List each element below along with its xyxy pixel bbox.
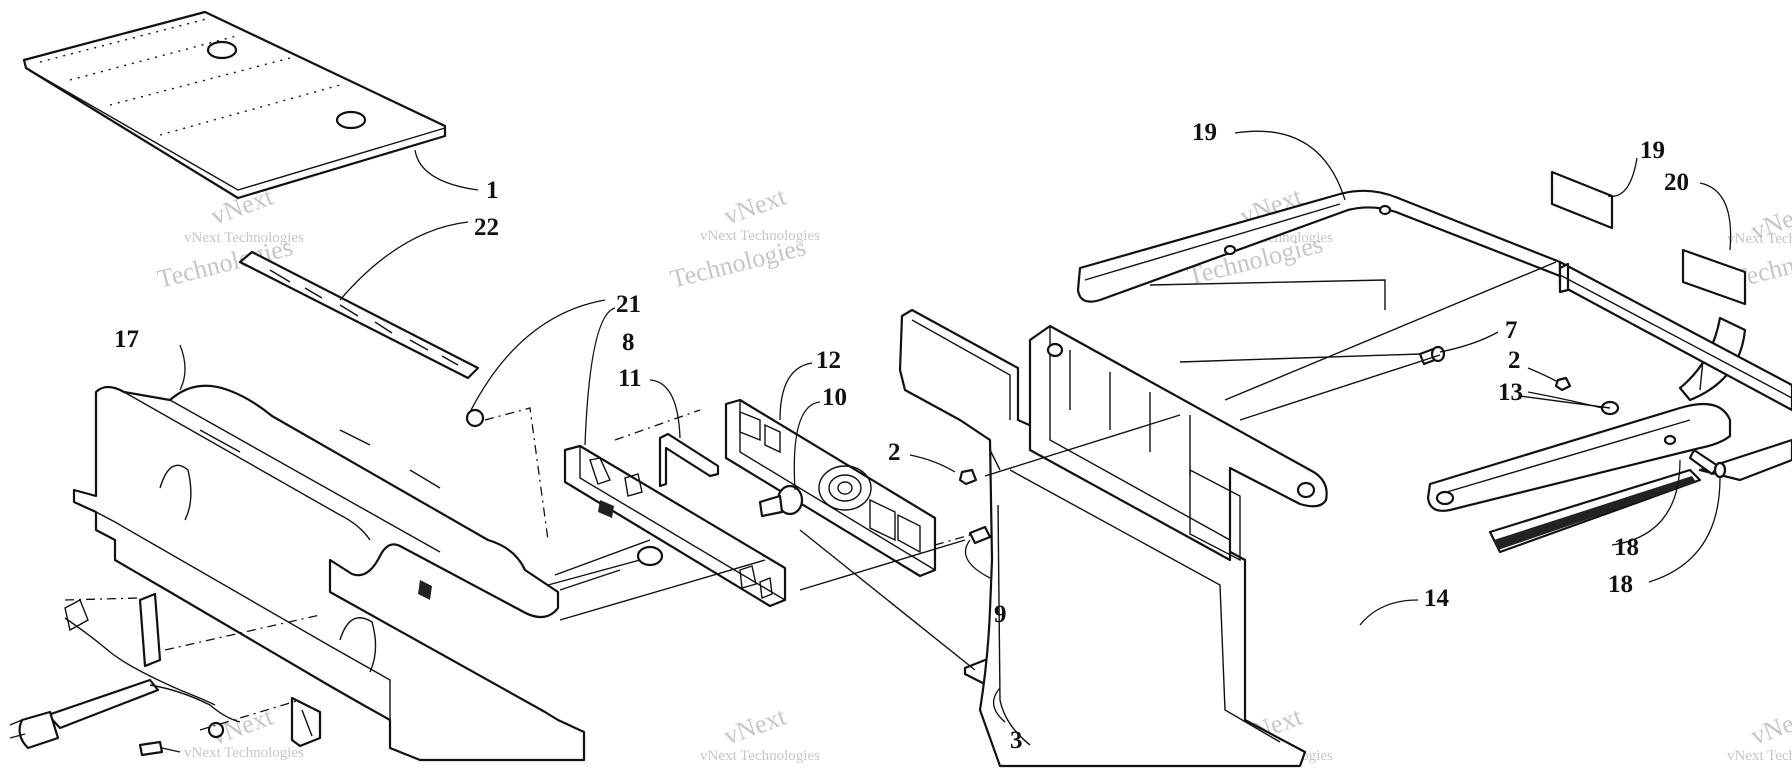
part-14-back-panel (1028, 324, 1328, 562)
part-21-bolt (465, 407, 549, 541)
part-1-cover-plate (22, 10, 447, 200)
callout-18: 18 (1608, 571, 1633, 598)
callout-2-right: 2 (1508, 347, 1521, 374)
svg-text:vNext Technologies: vNext Technologies (1727, 748, 1792, 764)
part-18-bolt (1688, 448, 1727, 479)
callout-13: 13 (1498, 379, 1523, 406)
callouts: 1 22 17 21 8 11 12 10 2 9 3 19 19 20 7 2… (114, 119, 1689, 754)
watermark-2: vNext vNext Technologies Technologies (667, 181, 820, 293)
callout-19: 19 (1640, 137, 1665, 164)
callout-17: 19 (1192, 119, 1217, 146)
part-brackets (138, 592, 322, 748)
leader-lines (179, 130, 1732, 723)
callout-16: 18 (1614, 534, 1639, 561)
callout-14: 14 (1424, 585, 1450, 612)
part-22-decal (238, 250, 480, 380)
callout-9: 9 (994, 601, 1007, 628)
callout-2-middle: 2 (888, 439, 901, 466)
svg-text:vNext Technologies: vNext Technologies (184, 230, 304, 246)
watermark-5: vNext vNext Technologies (184, 701, 304, 761)
svg-text:vNext Technologies: vNext Technologies (1727, 231, 1792, 247)
callout-21: 21 (616, 291, 641, 318)
part-17-side-rail (1558, 260, 1792, 412)
svg-text:vNext Technologies: vNext Technologies (700, 748, 820, 764)
part-2-nut-right (1554, 376, 1572, 392)
callout-20: 20 (1664, 169, 1689, 196)
assembly-lines (559, 261, 1611, 671)
callout-15: 17 (114, 326, 139, 353)
svg-text:vNext Technologies: vNext Technologies (184, 745, 304, 761)
callout-10: 10 (822, 384, 847, 411)
svg-text:vNext Technologies: vNext Technologies (700, 228, 820, 244)
watermark-6: vNext vNext Technologies (700, 701, 820, 764)
svg-text:vNext: vNext (720, 701, 790, 750)
callout-11: 11 (618, 365, 642, 392)
part-20-pad (1681, 248, 1747, 306)
part-9-screw (934, 525, 992, 546)
part-15-housing (72, 384, 586, 762)
watermark-8: vNext vNext Technologies (1727, 701, 1792, 764)
svg-text:vNext: vNext (720, 181, 790, 230)
part-2-nut-middle (958, 468, 978, 486)
part-19-pad (1550, 170, 1614, 230)
svg-text:vNext: vNext (1747, 701, 1792, 750)
part-17-upper-rail (1076, 189, 1562, 303)
part-12-lens (724, 398, 937, 578)
callout-22: 22 (474, 214, 499, 241)
part-11-bracket (658, 432, 720, 488)
part-7-bolt (1418, 345, 1446, 366)
callout-1: 1 (486, 177, 499, 204)
callout-12: 12 (816, 347, 841, 374)
part-10-bulb (758, 484, 804, 518)
callout-3: 3 (1010, 727, 1023, 754)
callout-8: 8 (622, 329, 635, 356)
callout-7: 7 (1505, 317, 1518, 344)
part-8-lamp-housing (547, 444, 787, 608)
part-wire-harness (9, 597, 321, 757)
